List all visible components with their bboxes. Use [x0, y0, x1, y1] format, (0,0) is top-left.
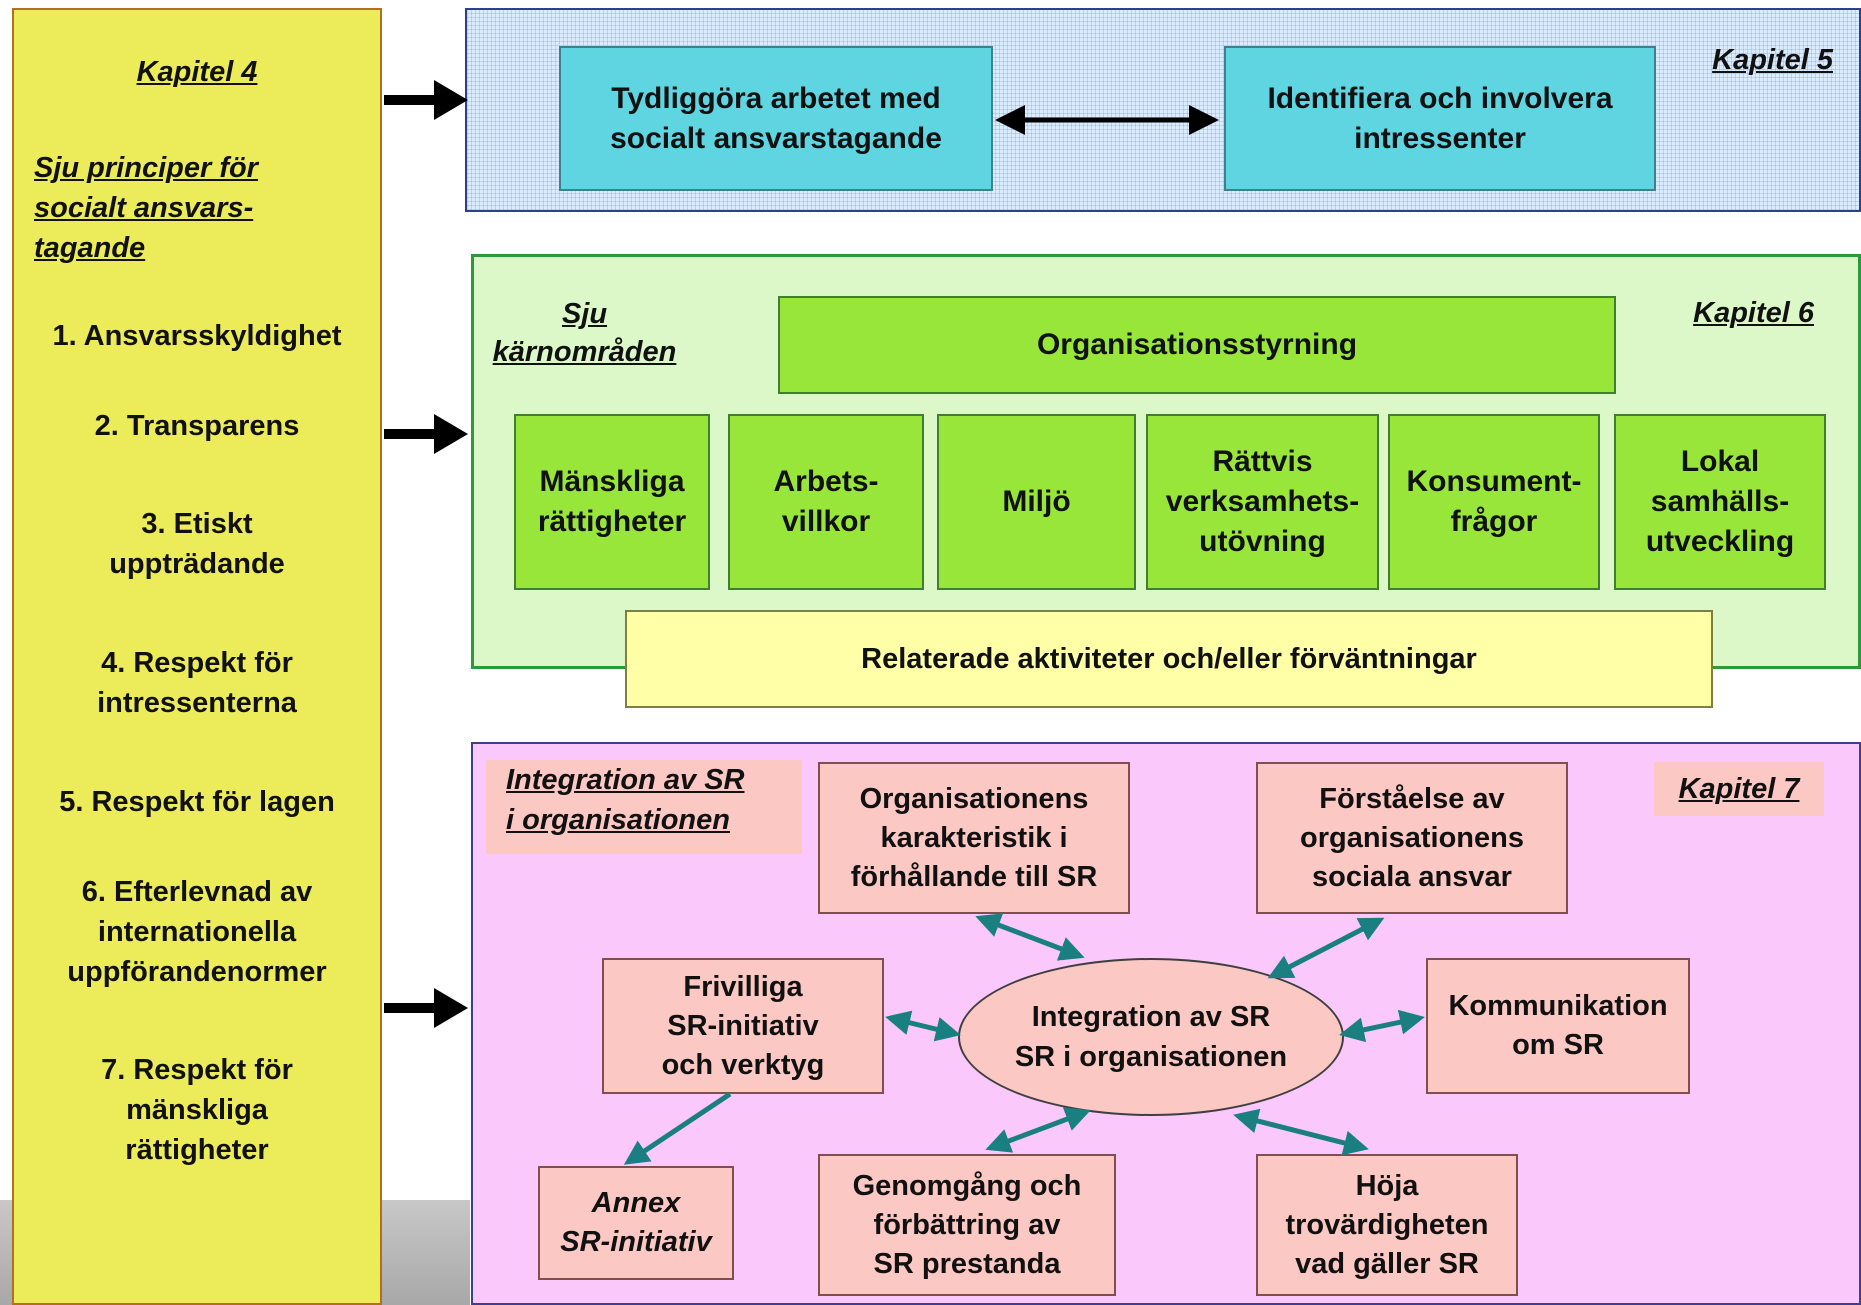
core-area-labour-practices: Arbets-villkor — [728, 414, 924, 590]
connector-arrow — [985, 1107, 1091, 1153]
principle-1: 1. Ansvarsskyldighet — [52, 320, 342, 352]
connector-arrow — [885, 1010, 961, 1042]
principles-heading-line: socialt ansvars- — [34, 192, 254, 224]
principles-heading-line: Sju principer för — [34, 152, 258, 184]
chapter-4-arrow — [384, 414, 468, 454]
principles-heading: Sju principer för socialt ansvars- tagan… — [34, 148, 258, 268]
chapter-7-label: Kapitel 7 — [1654, 762, 1824, 816]
connector-arrow — [1233, 1108, 1369, 1156]
principles-heading-line: tagande — [34, 232, 146, 264]
connector-arrow — [1339, 1009, 1425, 1043]
organizational-governance-box: Organisationsstyrning — [778, 296, 1616, 394]
principle-2: 2. Transparens — [94, 410, 300, 442]
principle-5: 5. Respekt för lagen — [59, 786, 335, 818]
connector-arrow — [623, 1091, 732, 1165]
chapter-4-arrow — [384, 988, 468, 1028]
related-actions-box: Relaterade aktiviteter och/eller förvänt… — [625, 610, 1713, 708]
chapter-4-label: Kapitel 4 — [136, 56, 258, 88]
core-area-environment: Miljö — [937, 414, 1136, 590]
chapter-4-arrow — [384, 80, 468, 120]
chapter-4-panel: Kapitel 4 Sju principer för socialt ansv… — [12, 8, 382, 1305]
connector-arrow — [975, 913, 1085, 961]
core-area-consumer-issues: Konsument-frågor — [1388, 414, 1600, 590]
connector-arrow — [1267, 917, 1385, 979]
chapter-5-label: Kapitel 5 — [1712, 44, 1833, 76]
chapter-6-label: Kapitel 6 — [1693, 297, 1814, 329]
